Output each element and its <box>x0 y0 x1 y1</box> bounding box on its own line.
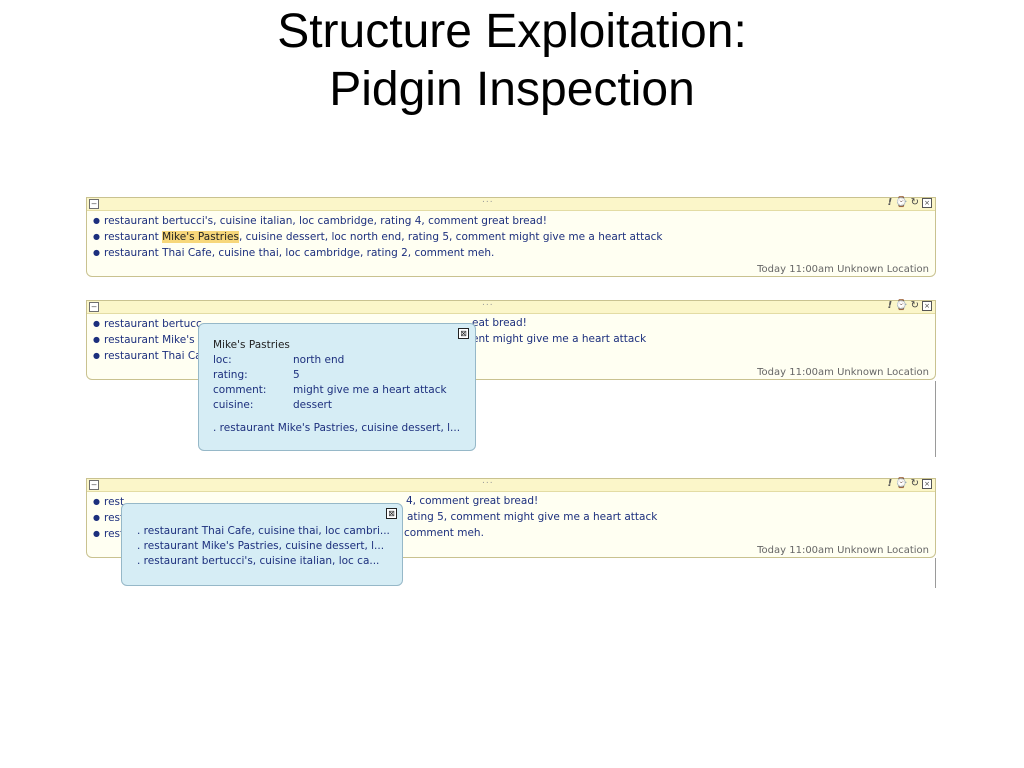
panel-toolbar: ! ⌚ ↻ × <box>888 300 932 312</box>
bullet-icon: ● <box>93 497 100 506</box>
window-edge <box>935 558 936 588</box>
bullet-icon: ● <box>93 529 100 538</box>
panel-toolbar: ! ⌚ ↻ × <box>888 478 932 490</box>
collapse-button[interactable]: – <box>89 199 99 209</box>
panel-header: – ... ! ⌚ ↻ × <box>87 298 935 314</box>
bullet-icon: ● <box>93 216 100 225</box>
window-edge <box>935 381 936 457</box>
popup-summary-link[interactable]: . restaurant Mike's Pastries, cuisine de… <box>213 422 461 434</box>
clock-icon[interactable]: ⌚ <box>895 197 908 208</box>
close-icon[interactable]: ⊠ <box>386 508 397 519</box>
drag-handle[interactable]: ... <box>482 298 494 308</box>
exclamation-icon[interactable]: ! <box>887 300 893 311</box>
highlighted-text[interactable]: Mike's Pastries <box>162 231 239 243</box>
refresh-icon[interactable]: ↻ <box>910 300 919 311</box>
collapse-button[interactable]: – <box>89 302 99 312</box>
panel-footer-timestamp: Today 11:00am Unknown Location <box>757 545 929 556</box>
field-row: cuisine:dessert <box>213 399 332 411</box>
exclamation-icon[interactable]: ! <box>887 197 893 208</box>
panel-toolbar: ! ⌚ ↻ × <box>888 197 932 209</box>
list-item[interactable]: ●restaurant Thai Cafe, cuisine thai, loc… <box>93 247 495 259</box>
bullet-icon: ● <box>93 351 100 360</box>
bullet-icon: ● <box>93 232 100 241</box>
close-icon[interactable]: ⊠ <box>458 328 469 339</box>
entry-list: ●restaurant bertucci's, cuisine italian,… <box>87 211 935 261</box>
list-item[interactable]: ●restaurant Mike's Pastries, cuisine des… <box>93 231 663 243</box>
field-row: rating:5 <box>213 369 300 381</box>
popup-title: Mike's Pastries <box>213 339 290 351</box>
bullet-icon: ● <box>93 248 100 257</box>
drag-handle[interactable]: ... <box>482 195 494 205</box>
slide-title-line-1: Structure Exploitation: <box>277 5 747 58</box>
list-item[interactable]: . restaurant bertucci's, cuisine italian… <box>137 555 380 567</box>
field-row: loc:north end <box>213 354 345 366</box>
clock-icon[interactable]: ⌚ <box>895 478 908 489</box>
panel-header: – ... ! ⌚ ↻ × <box>87 195 935 211</box>
clock-icon[interactable]: ⌚ <box>895 300 908 311</box>
bullet-icon: ● <box>93 335 100 344</box>
bullet-icon: ● <box>93 513 100 522</box>
panel-footer-timestamp: Today 11:00am Unknown Location <box>757 367 929 378</box>
drag-handle[interactable]: ... <box>482 476 494 486</box>
close-box-icon[interactable]: × <box>922 301 932 311</box>
detail-popup: ⊠ Mike's Pastries loc:north end rating:5… <box>198 323 476 451</box>
field-row: comment:might give me a heart attack <box>213 384 447 396</box>
slide-title-line-2: Pidgin Inspection <box>329 63 695 116</box>
collapse-button[interactable]: – <box>89 480 99 490</box>
notes-panel-1: – ... ! ⌚ ↻ × ●restaurant bertucci's, cu… <box>86 195 936 277</box>
close-box-icon[interactable]: × <box>922 198 932 208</box>
refresh-icon[interactable]: ↻ <box>910 478 919 489</box>
slide-title: Structure Exploitation: Pidgin Inspectio… <box>0 3 1024 119</box>
list-item[interactable]: . restaurant Thai Cafe, cuisine thai, lo… <box>137 525 390 537</box>
panel-footer-timestamp: Today 11:00am Unknown Location <box>757 264 929 275</box>
list-item[interactable]: . restaurant Mike's Pastries, cuisine de… <box>137 540 385 552</box>
bullet-icon: ● <box>93 319 100 328</box>
list-popup: ⊠ . restaurant Thai Cafe, cuisine thai, … <box>121 503 403 586</box>
close-box-icon[interactable]: × <box>922 479 932 489</box>
list-item[interactable]: ●restaurant bertucci's, cuisine italian,… <box>93 215 547 227</box>
refresh-icon[interactable]: ↻ <box>910 197 919 208</box>
exclamation-icon[interactable]: ! <box>887 478 893 489</box>
panel-header: – ... ! ⌚ ↻ × <box>87 476 935 492</box>
